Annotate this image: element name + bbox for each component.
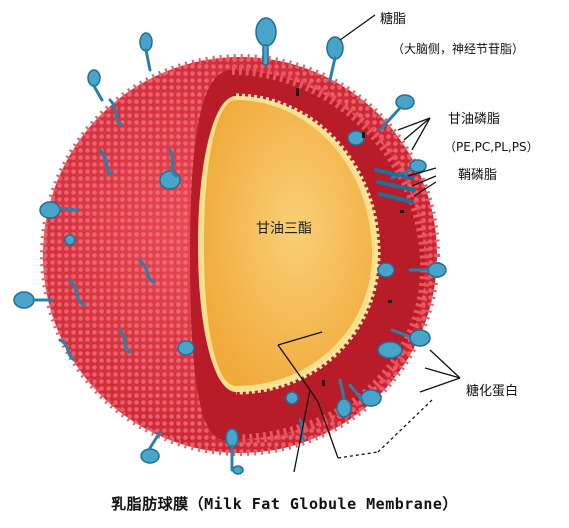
glycoprotein-markers [13, 17, 447, 475]
caption-en: （Milk Fat Globule Membrane） [188, 495, 458, 513]
label-glycolipid: 糖脂 [380, 12, 407, 27]
protein-stalks [32, 48, 430, 472]
sphingomyelin-markers [374, 168, 416, 204]
label-glycolipid-detail: （大脑侧，神经节苷脂） [392, 42, 525, 56]
label-triglyceride: 甘油三酯 [256, 221, 312, 237]
label-sphingomyelin: 鞘磷脂 [458, 168, 498, 183]
triglyceride-core [198, 93, 381, 395]
leader-lines [277, 14, 461, 473]
label-phospholipid-detail: （PE,PC,PL,PS） [444, 140, 539, 154]
glycolipid-markers [296, 88, 404, 386]
label-glycoprotein: 糖化蛋白 [466, 384, 519, 399]
diagram-caption: 乳脂肪球膜（Milk Fat Globule Membrane） [0, 493, 569, 514]
caption-zh: 乳脂肪球膜 [111, 495, 189, 513]
label-phospholipid: 甘油磷脂 [448, 112, 501, 127]
